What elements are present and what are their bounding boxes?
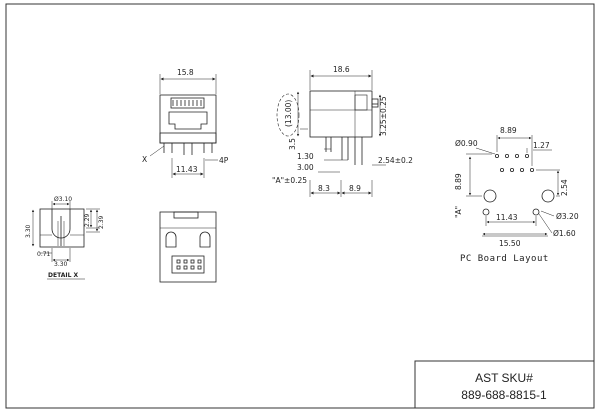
pcb-pitch-127: 1.27: [533, 141, 550, 150]
front-width-label: 15.8: [177, 68, 194, 77]
detail-d239-label: 2.39: [98, 215, 105, 229]
pcb-a-label: "A": [454, 206, 463, 218]
front-view: [149, 74, 218, 178]
pcb-hole-320: Ø3.20: [556, 212, 579, 221]
detail-d071-label: 0.71: [37, 251, 51, 258]
spacing-89-label: 8.9: [349, 184, 361, 193]
detail-dia-label: Ø3.10: [54, 196, 72, 203]
sheet-border: [5, 3, 595, 409]
pcb-pitch-889-side: 8.89: [454, 173, 463, 190]
sku-label: AST SKU#: [475, 371, 533, 385]
pcb-layout: [466, 135, 560, 237]
pin-top-label: 3.25±0.25: [379, 96, 388, 136]
pcb-hole-160: Ø1.60: [553, 229, 576, 238]
offset-300-label: 3.00: [297, 163, 314, 172]
side-view: [276, 70, 386, 197]
pcb-hole-small: Ø0.90: [455, 139, 478, 148]
sku-number: 889-688-8815-1: [461, 388, 547, 402]
bottom-view: [159, 211, 217, 283]
pcb-layout-title: PC Board Layout: [460, 254, 549, 264]
a-tol-label: "A"±0.25: [272, 176, 307, 185]
spacing-83-label: 8.3: [318, 184, 330, 193]
pcb-spacing-1550: 15.50: [499, 239, 521, 248]
callout-4p-label: 4P: [219, 156, 229, 165]
pcb-spacing-1143: 11.43: [496, 213, 518, 222]
detail-w330-label: 3.30: [54, 261, 68, 268]
overall-height-label: 3.5: [288, 138, 297, 150]
offset-130-label: 1.30: [297, 152, 314, 161]
pcb-pitch-254: 2.54: [560, 179, 569, 196]
side-length-label: 18.6: [333, 65, 350, 74]
detail-h330-label: 3.30: [25, 224, 32, 238]
detail-x-view: [31, 201, 100, 280]
detail-x-title: DETAIL X: [48, 272, 78, 279]
title-block: [414, 360, 595, 409]
pin-pitch-label: 2.54±0.2: [378, 156, 413, 165]
callout-x-label: X: [142, 155, 147, 164]
height-ref-label: (13.00): [284, 100, 293, 127]
front-spacing-label: 11.43: [176, 165, 198, 174]
pcb-pitch-889-top: 8.89: [500, 126, 517, 135]
detail-d229-label: 2.29: [84, 213, 91, 227]
